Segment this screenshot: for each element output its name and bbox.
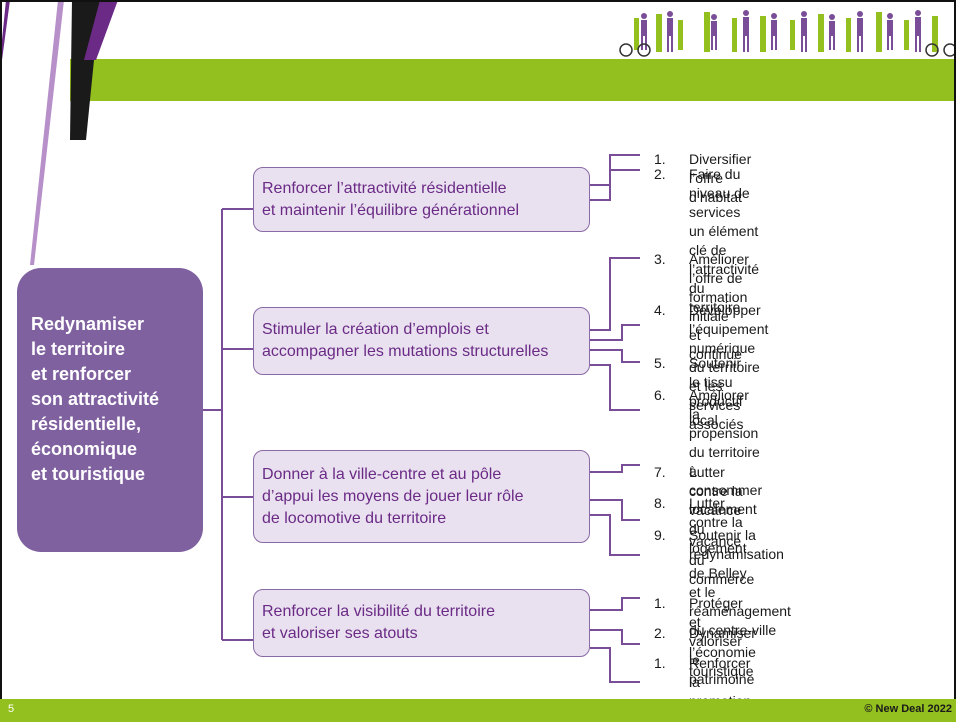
action-text: Faire du niveau de services un élément c… xyxy=(689,166,760,315)
action-number: 1. xyxy=(654,655,666,671)
axis-text-4: Renforcer la visibilité du territoire et… xyxy=(262,603,495,642)
action-number: 7. xyxy=(654,464,666,480)
action-text: Protéger et valoriser le patrimoine xyxy=(689,595,755,687)
page-number: 5 xyxy=(8,703,15,715)
action-number: 2. xyxy=(654,625,666,641)
action-number: 1. xyxy=(654,595,666,611)
axis-box-3: Donner à la ville-centre et au pôle d’ap… xyxy=(253,450,590,543)
action-text: Diversifier l’offre d’habitat xyxy=(689,151,752,205)
action-number: 3. xyxy=(654,251,666,267)
action-number: 2. xyxy=(654,166,666,182)
action-text: Dynamiser l’économie touristique xyxy=(689,625,756,679)
action-text: Améliorer la propension du territoire à … xyxy=(689,387,763,517)
decorative-slashes xyxy=(0,0,118,265)
header-green-band xyxy=(70,59,956,101)
action-text: Soutenir le tissu productif local xyxy=(689,355,743,428)
action-number: 5. xyxy=(654,355,666,371)
action-number: 9. xyxy=(654,527,666,543)
axis-text-1: Renforcer l’attractivité résidentielle e… xyxy=(262,179,520,219)
action-text: Lutter contre la vacance du logement xyxy=(689,464,747,556)
action-text: Développer l’équipement numérique du ter… xyxy=(689,302,769,432)
axis-box-4: Renforcer la visibilité du territoire et… xyxy=(253,589,590,657)
action-text: Lutter contre la vacance du commerce xyxy=(689,495,755,587)
action-number: 4. xyxy=(654,302,666,318)
axis-text-2: Stimuler la création d’emplois et accomp… xyxy=(262,321,549,360)
action-text: Améliorer l’offre de formation initiale … xyxy=(689,251,749,362)
axis-box-1: Renforcer l’attractivité résidentielle e… xyxy=(253,167,590,232)
root-objective-box: Redynamiser le territoire et renforcer s… xyxy=(17,268,203,552)
action-number: 8. xyxy=(654,495,666,511)
footer-green-band xyxy=(0,699,956,722)
copyright-text: © New Deal 2022 xyxy=(864,703,952,715)
action-number: 1. xyxy=(654,151,666,167)
root-objective-text: Redynamiser le territoire et renforcer s… xyxy=(31,314,160,484)
axis-text-3: Donner à la ville-centre et au pôle d’ap… xyxy=(262,465,524,527)
axis-box-2: Stimuler la création d’emplois et accomp… xyxy=(253,307,590,375)
action-text: Soutenir la redynamisation de Belley et … xyxy=(689,527,791,638)
people-illustration xyxy=(619,10,956,57)
action-number: 6. xyxy=(654,387,666,403)
